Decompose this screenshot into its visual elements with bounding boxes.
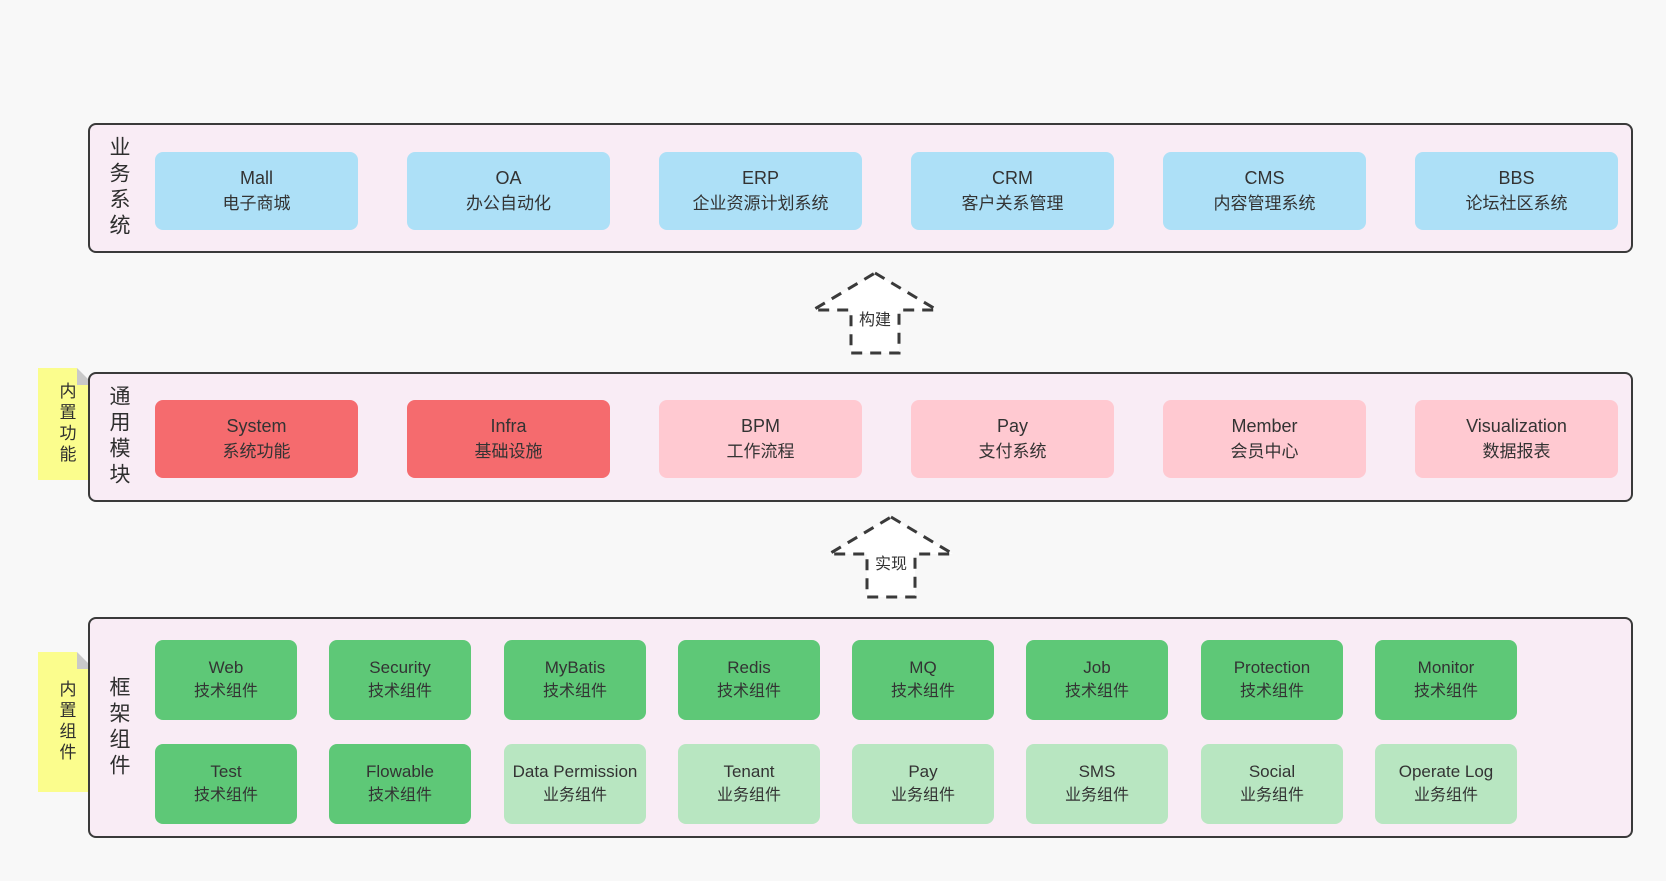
box-title: CMS [1244,168,1285,188]
arrow-label: 构建 [855,306,895,330]
box-redis: Redis 技术组件 [678,640,820,720]
box-title: System [226,416,287,436]
box-bbs: BBS 论坛社区系统 [1415,152,1618,230]
layer-framework-components: 框架组件 Web 技术组件 Security 技术组件 MyBatis 技术组件… [88,617,1633,838]
box-protection: Protection 技术组件 [1201,640,1343,720]
box-subtitle: 数据报表 [1482,442,1551,461]
box-crm: CRM 客户关系管理 [911,152,1114,230]
box-security: Security 技术组件 [329,640,471,720]
box-system: System 系统功能 [155,400,358,478]
box-web: Web 技术组件 [155,640,297,720]
box-title: Social [1248,762,1296,781]
box-pay-system: Pay 支付系统 [911,400,1114,478]
box-title: SMS [1078,762,1116,781]
box-job: Job 技术组件 [1026,640,1168,720]
box-infra: Infra 基础设施 [407,400,610,478]
box-subtitle: 系统功能 [222,442,291,461]
layer-label: 业务系统 [107,136,130,240]
box-title: Tenant [723,762,775,781]
box-title: ERP [741,168,779,188]
box-title: MQ [909,658,937,677]
box-title: Pay [908,762,938,781]
box-title: BPM [740,416,780,436]
box-title: Web [208,658,244,677]
box-erp: ERP 企业资源计划系统 [659,152,862,230]
box-subtitle: 技术组件 [1064,683,1129,700]
box-subtitle: 业务组件 [542,787,607,804]
box-title: Test [210,762,242,781]
box-visualization: Visualization 数据报表 [1415,400,1618,478]
box-title: Redis [727,658,771,677]
box-subtitle: 技术组件 [193,787,258,804]
box-subtitle: 业务组件 [1239,787,1304,804]
box-subtitle: 技术组件 [367,787,432,804]
sticky-note-built-in-components: 内置组件 [38,652,94,792]
box-subtitle: 内容管理系统 [1213,194,1316,213]
box-title: MyBatis [544,658,606,677]
box-flowable: Flowable 技术组件 [329,744,471,824]
layer-common-modules: 通用模块 System 系统功能 Infra 基础设施 BPM 工作流程 Pay… [88,372,1633,502]
box-subtitle: 工作流程 [726,442,795,461]
box-subtitle: 会员中心 [1230,442,1299,461]
box-title: Visualization [1466,416,1567,436]
box-title: Monitor [1417,658,1475,677]
box-operate-log: Operate Log 业务组件 [1375,744,1517,824]
box-title: Pay [996,416,1029,436]
box-title: Operate Log [1398,762,1494,781]
box-title: Member [1231,416,1298,436]
box-subtitle: 技术组件 [890,683,955,700]
box-subtitle: 业务组件 [716,787,781,804]
sticky-note-label: 内置功能 [56,382,76,466]
box-title: Protection [1233,658,1311,677]
box-subtitle: 客户关系管理 [961,194,1064,213]
layer-label: 通用模块 [107,385,130,489]
box-data-permission: Data Permission 业务组件 [504,744,646,824]
box-mq: MQ 技术组件 [852,640,994,720]
box-subtitle: 企业资源计划系统 [692,194,829,213]
box-title: OA [495,168,522,188]
box-monitor: Monitor 技术组件 [1375,640,1517,720]
box-pay-component: Pay 业务组件 [852,744,994,824]
box-subtitle: 技术组件 [1239,683,1304,700]
box-subtitle: 技术组件 [193,683,258,700]
layer-label: 框架组件 [107,675,130,780]
box-sms: SMS 业务组件 [1026,744,1168,824]
box-subtitle: 论坛社区系统 [1465,194,1568,213]
arrow-build: 构建 [810,270,940,356]
box-title: BBS [1498,168,1535,188]
box-social: Social 业务组件 [1201,744,1343,824]
box-mybatis: MyBatis 技术组件 [504,640,646,720]
box-title: CRM [992,168,1033,188]
box-subtitle: 办公自动化 [466,194,551,213]
box-subtitle: 业务组件 [1413,787,1478,804]
arrow-implement: 实现 [826,514,956,600]
box-title: Infra [490,416,527,436]
box-subtitle: 电子商城 [222,194,291,213]
box-title: Mall [239,168,273,188]
box-test: Test 技术组件 [155,744,297,824]
box-subtitle: 业务组件 [1064,787,1129,804]
box-subtitle: 业务组件 [890,787,955,804]
sticky-note-label: 内置组件 [56,680,76,764]
box-tenant: Tenant 业务组件 [678,744,820,824]
box-oa: OA 办公自动化 [407,152,610,230]
box-title: Flowable [365,762,435,781]
layer-business-systems: 业务系统 Mall 电子商城 OA 办公自动化 ERP 企业资源计划系统 CRM… [88,123,1633,253]
arrow-label: 实现 [871,550,911,574]
box-subtitle: 技术组件 [542,683,607,700]
box-mall: Mall 电子商城 [155,152,358,230]
box-subtitle: 基础设施 [474,442,543,461]
box-bpm: BPM 工作流程 [659,400,862,478]
sticky-note-built-in-functions: 内置功能 [38,368,94,480]
box-title: Data Permission [512,762,638,781]
box-title: Security [369,658,431,677]
box-subtitle: 技术组件 [716,683,781,700]
box-member: Member 会员中心 [1163,400,1366,478]
box-subtitle: 技术组件 [367,683,432,700]
box-title: Job [1083,658,1111,677]
box-subtitle: 支付系统 [978,442,1047,461]
box-cms: CMS 内容管理系统 [1163,152,1366,230]
box-subtitle: 技术组件 [1413,683,1478,700]
